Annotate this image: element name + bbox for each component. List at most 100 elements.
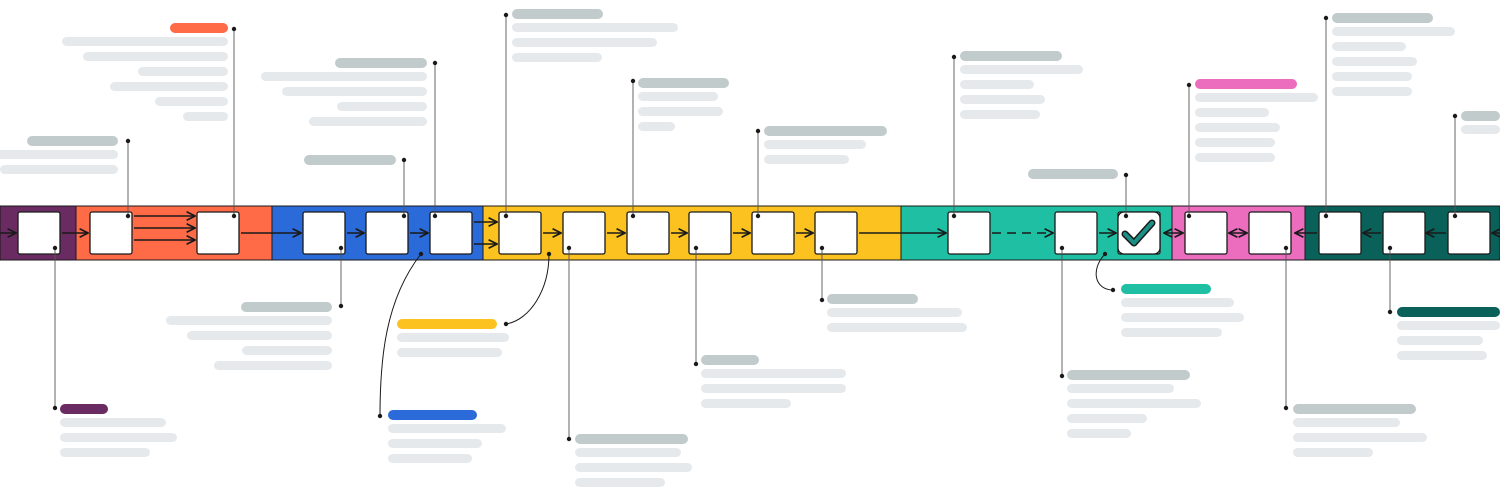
anchor-dot xyxy=(1283,245,1289,251)
annotation-note xyxy=(701,355,846,408)
anchor-dot xyxy=(52,405,58,411)
label-pill xyxy=(827,294,918,304)
anchor-dot xyxy=(1059,373,1065,379)
label-pill xyxy=(1293,404,1416,414)
placeholder-text-line xyxy=(1293,448,1373,457)
label-pill xyxy=(638,78,729,88)
placeholder-text-line xyxy=(214,361,332,370)
placeholder-text-line xyxy=(187,331,332,340)
step-box xyxy=(814,211,858,255)
anchor-dot xyxy=(1283,405,1289,411)
annotation-note xyxy=(1067,370,1201,438)
label-pill xyxy=(335,58,427,68)
anchor-dot xyxy=(693,361,699,367)
annotation-note xyxy=(261,58,427,126)
placeholder-text-line xyxy=(827,308,962,317)
placeholder-text-line xyxy=(512,53,602,62)
placeholder-text-line xyxy=(110,82,228,91)
step-box xyxy=(626,211,670,255)
anchor-dot xyxy=(693,245,699,251)
placeholder-text-line xyxy=(83,52,228,61)
label-pill xyxy=(575,434,688,444)
anchor-dot xyxy=(503,321,509,327)
label-pill xyxy=(1461,111,1500,121)
anchor-dot xyxy=(755,128,761,134)
label-pill xyxy=(388,410,477,420)
placeholder-text-line xyxy=(512,38,657,47)
placeholder-text-line xyxy=(1293,418,1400,427)
anchor-dot xyxy=(377,413,383,419)
step-box xyxy=(429,211,473,255)
placeholder-text-line xyxy=(1461,125,1500,134)
placeholder-text-line xyxy=(0,150,118,159)
placeholder-text-line xyxy=(960,95,1045,104)
annotation-note xyxy=(1461,111,1500,134)
step-box xyxy=(688,211,732,255)
anchor-dot xyxy=(401,157,407,163)
placeholder-text-line xyxy=(701,399,791,408)
placeholder-text-line xyxy=(1397,351,1487,360)
label-pill xyxy=(1028,169,1118,179)
annotation-note xyxy=(638,78,729,131)
placeholder-text-line xyxy=(1067,414,1147,423)
anchor-dot xyxy=(1186,213,1192,219)
placeholder-text-line xyxy=(1067,429,1131,438)
anchor-dot xyxy=(231,213,237,219)
placeholder-text-line xyxy=(960,65,1083,74)
step-box xyxy=(1248,211,1292,255)
placeholder-text-line xyxy=(1195,123,1280,132)
placeholder-text-line xyxy=(282,87,427,96)
placeholder-text-line xyxy=(1195,138,1275,147)
anchor-dot xyxy=(52,245,58,251)
placeholder-text-line xyxy=(960,110,1040,119)
annotation-note xyxy=(166,302,332,370)
placeholder-text-line xyxy=(764,155,849,164)
label-pill xyxy=(1332,13,1433,23)
label-pill xyxy=(1067,370,1190,380)
label-pill xyxy=(397,319,497,329)
step-box xyxy=(1382,211,1426,255)
placeholder-text-line xyxy=(388,424,506,433)
leader-curve xyxy=(379,253,422,417)
placeholder-text-line xyxy=(138,67,228,76)
placeholder-text-line xyxy=(638,92,718,101)
placeholder-text-line xyxy=(337,102,427,111)
annotation-note xyxy=(304,155,396,165)
placeholder-text-line xyxy=(60,418,166,427)
annotation-note xyxy=(827,294,967,332)
placeholder-text-line xyxy=(62,37,228,46)
step-box xyxy=(302,211,346,255)
step-box xyxy=(751,211,795,255)
placeholder-text-line xyxy=(1293,433,1427,442)
step-box xyxy=(1184,211,1228,255)
anchor-dot xyxy=(1102,251,1108,257)
placeholder-text-line xyxy=(638,107,723,116)
leader-curve xyxy=(505,253,550,325)
placeholder-text-line xyxy=(575,478,665,487)
placeholder-text-line xyxy=(1067,384,1174,393)
annotation-note xyxy=(1332,13,1455,96)
anchor-dot xyxy=(1323,15,1329,21)
placeholder-text-line xyxy=(155,97,228,106)
annotation-note xyxy=(1293,404,1427,457)
placeholder-text-line xyxy=(166,316,332,325)
step-box xyxy=(562,211,606,255)
label-pill xyxy=(27,136,118,146)
anchor-dot xyxy=(1323,213,1329,219)
placeholder-text-line xyxy=(1195,93,1318,102)
annotation-note xyxy=(388,410,506,463)
label-pill xyxy=(764,126,887,136)
placeholder-text-line xyxy=(827,323,967,332)
annotation-note xyxy=(1121,284,1244,337)
annotation-note xyxy=(1028,169,1118,179)
placeholder-text-line xyxy=(764,140,866,149)
label-pill xyxy=(1397,307,1500,317)
annotation-note xyxy=(0,136,118,174)
annotation-note xyxy=(60,404,177,457)
anchor-dot xyxy=(819,297,825,303)
anchor-dot xyxy=(125,138,131,144)
anchor-dot xyxy=(630,213,636,219)
placeholder-text-line xyxy=(1121,313,1244,322)
placeholder-text-line xyxy=(309,117,427,126)
